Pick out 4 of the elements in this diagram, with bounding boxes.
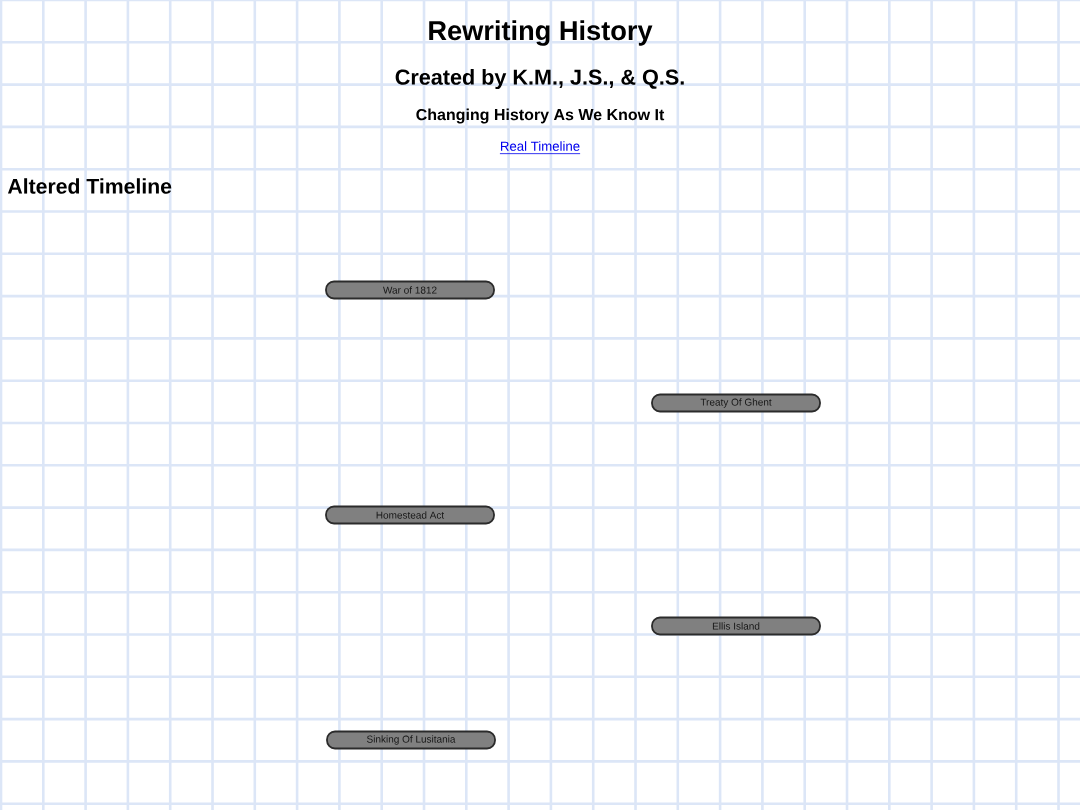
subtitle: Created by K.M., J.S., & Q.S. [395, 68, 684, 90]
title: Rewriting History [429, 20, 653, 46]
section-heading: Altered Timeline [7, 178, 172, 194]
tagline: Changing History As We Know It [416, 108, 665, 124]
